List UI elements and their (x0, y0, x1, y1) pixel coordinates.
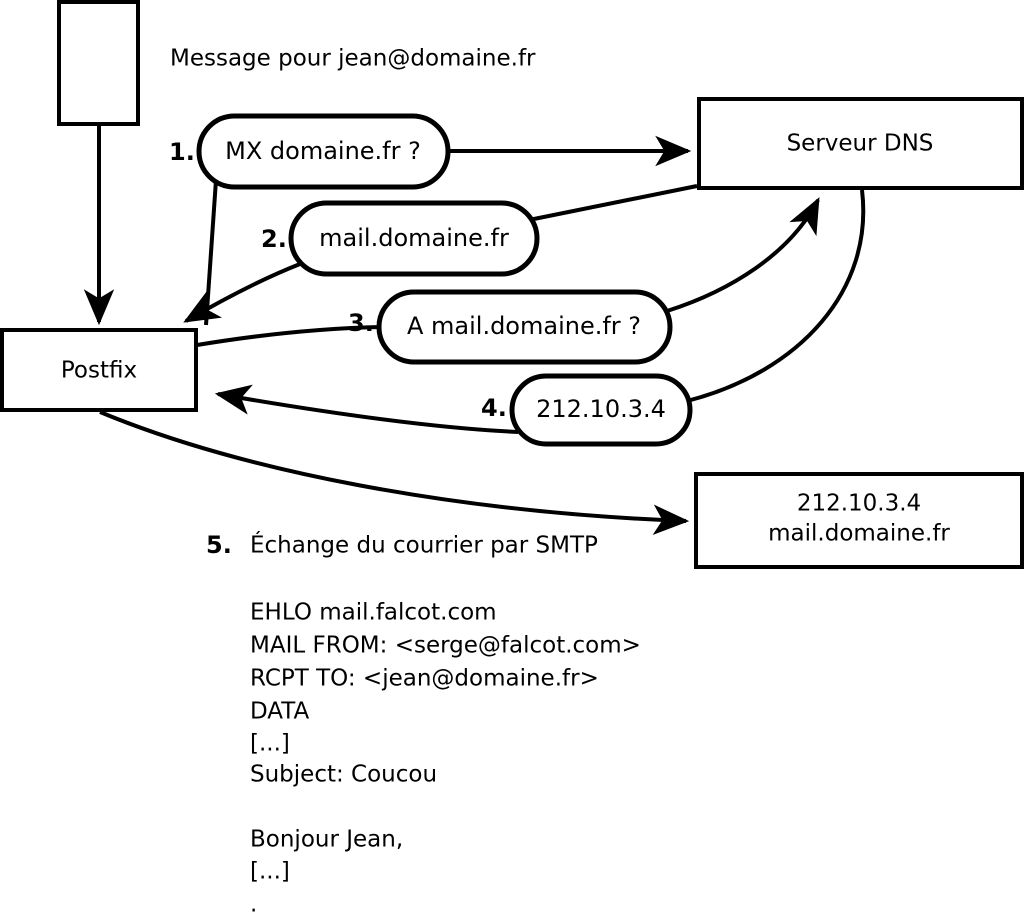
edge-step4-bubble4-to-postfix (214, 384, 519, 434)
step-number-1: 1. (169, 138, 195, 166)
node-remote-mx-ip: 212.10.3.4 (797, 491, 921, 517)
transcript-line-5: [...] (250, 731, 290, 757)
transcript-line-9: [...] (250, 859, 290, 885)
edge-step4-dns-to-bubble4 (686, 189, 866, 403)
bubble-step2-label: mail.domaine.fr (319, 224, 509, 252)
bubble-step3-label: A mail.domaine.fr ? (407, 312, 641, 340)
edge-step3-bubble3-to-dns (666, 197, 820, 313)
step-number-5: 5. (206, 531, 232, 559)
step5-label: Échange du courrier par SMTP (250, 531, 598, 559)
node-remote-mx-box (694, 472, 1024, 569)
edge-step3-postfix-to-bubble3 (196, 325, 383, 347)
transcript-line-2: MAIL FROM: <serge@falcot.com> (250, 633, 641, 659)
bubble-step3 (376, 289, 673, 365)
transcript-line-8: Bonjour Jean, (250, 827, 403, 853)
transcript-line-3: RCPT TO: <jean@domaine.fr> (250, 666, 599, 692)
node-postfix-box (0, 328, 198, 412)
transcript-line-6: Subject: Coucou (250, 762, 437, 788)
edge-step2-bubble2-to-postfix (183, 262, 301, 323)
node-mua-box (57, 0, 140, 126)
bubble-step2 (288, 200, 540, 277)
message-header-text: Message pour jean@domaine.fr (170, 46, 536, 72)
step-number-2: 2. (261, 225, 287, 253)
node-postfix-label: Postfix (61, 358, 137, 384)
edge-step2-dns-to-bubble2 (523, 184, 698, 223)
node-dns-box (697, 97, 1024, 190)
transcript-line-4: DATA (250, 699, 310, 725)
transcript-line-1: EHLO mail.falcot.com (250, 600, 497, 626)
bubble-step1 (196, 113, 451, 190)
step-number-4: 4. (481, 394, 507, 422)
node-dns-label: Serveur DNS (787, 131, 934, 157)
step-number-3: 3. (348, 309, 374, 337)
bubble-step4 (509, 373, 693, 447)
edge-step5-postfix-to-remote-mx (99, 410, 690, 535)
bubble-step1-label: MX domaine.fr ? (225, 137, 421, 165)
node-remote-mx-host: mail.domaine.fr (768, 521, 950, 547)
bubble-step4-label: 212.10.3.4 (536, 395, 666, 423)
transcript-line-10: . (250, 892, 257, 918)
